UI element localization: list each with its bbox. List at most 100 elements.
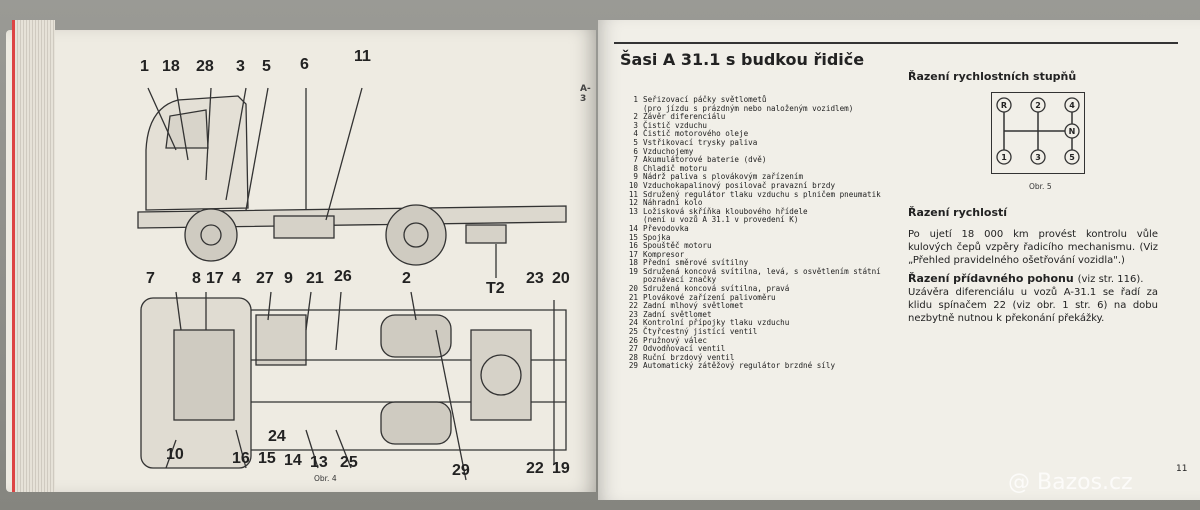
legend-number: 1 (633, 95, 638, 104)
callout-1: 1 (140, 58, 149, 75)
page-title: Šasi A 31.1 s budkou řidiče (620, 50, 865, 69)
aux-paragraph: Uzávěra diferenciálu u vozů A-31.1 se řa… (908, 287, 1158, 324)
legend-number (620, 105, 643, 114)
legend-text: (pro jízdu s prázdným nebo naloženým voz… (643, 103, 854, 113)
gear-position-circle (1030, 97, 1046, 113)
callout-15: 15 (258, 450, 276, 467)
open-book: 1 18 28 3 5 6 11 T2 7 8 17 4 27 9 21 26 … (6, 20, 1200, 500)
callout-9: 9 (284, 270, 293, 287)
legend-number: 26 (628, 335, 638, 345)
legend-number: 6 (633, 146, 638, 156)
gear-position-circle (996, 149, 1012, 165)
legend-text: Vzduchokapalinový posilovač pravazní brz… (643, 180, 836, 190)
callout-6: 6 (300, 56, 309, 73)
callout-13: 13 (310, 454, 328, 471)
legend-number: 15 (628, 232, 638, 242)
legend-text: Čistič vzduchu (643, 120, 708, 130)
callout-14: 14 (284, 452, 302, 469)
callout-20: 20 (552, 270, 570, 287)
callout-24: 24 (268, 428, 286, 445)
legend-text: Sdružená koncová svítilna, pravá (643, 284, 790, 294)
gear-position-circle (1064, 123, 1080, 139)
legend-text: Náhradní kolo (643, 198, 703, 208)
callout-7: 7 (146, 270, 155, 287)
left-page: 1 18 28 3 5 6 11 T2 7 8 17 4 27 9 21 26 … (6, 30, 596, 492)
legend-number: 8 (633, 163, 638, 173)
callout-2: 2 (402, 270, 411, 287)
legend-text: Čistič motorového oleje (643, 129, 749, 139)
gear-position-circle (1064, 97, 1080, 113)
legend-row: 12 Náhradní kolo (620, 199, 870, 208)
callout-3: 3 (236, 58, 245, 75)
legend-text: Spojka (643, 232, 671, 242)
edge-letter: A-3 (580, 84, 591, 104)
legend-text: Kompresor (643, 249, 685, 259)
parts-legend: 1 Seřizovací páčky světlometů(pro jízdu s… (620, 95, 881, 371)
callout-29: 29 (452, 462, 470, 479)
spare-wheel (465, 224, 507, 244)
legend-text: Vstřikovací trysky paliva (643, 137, 758, 147)
chassis-diagram (137, 87, 567, 481)
legend-number: 3 (633, 120, 638, 130)
front-wheel (184, 208, 238, 262)
legend-number: 18 (628, 258, 638, 268)
figure-4-caption: Obr. 4 (314, 474, 337, 483)
legend-text: Chladič motoru (643, 163, 708, 173)
legend-number: 29 (628, 361, 638, 371)
legend-row: (pro jízdu s prázdným nebo naloženým voz… (620, 103, 870, 114)
legend-row: poznávací značky (620, 276, 870, 285)
gear-position-label: 3 (1035, 153, 1041, 162)
legend-number: 19 (628, 266, 638, 276)
legend-row: 8 Chladič motoru (620, 163, 870, 174)
legend-number: 10 (628, 180, 638, 190)
legend-number: 12 (628, 198, 638, 208)
legend-number: 23 (628, 309, 638, 319)
legend-text: Kontrolní přípojky tlaku vzduchu (643, 318, 790, 328)
callout-4: 4 (232, 270, 241, 287)
legend-number: 20 (628, 284, 638, 294)
callout-22: 22 (526, 460, 544, 477)
callout-18: 18 (162, 58, 180, 75)
legend-row: 10 Vzduchokapalinový posilovač pravazní b… (620, 180, 870, 191)
callout-8: 8 (192, 270, 201, 287)
legend-text: Sdružený regulátor tlaku vzduchu s plnič… (643, 189, 881, 199)
legend-row: 15 Spojka (620, 232, 870, 243)
legend-text: Plovákové zařízení palivoměru (643, 292, 776, 302)
figure-5-caption: Obr. 5 (1029, 182, 1052, 191)
legend-number: 4 (633, 129, 638, 139)
legend-number: 9 (633, 172, 638, 182)
watermark: @ Bazos.cz (1008, 470, 1133, 495)
legend-number: 16 (628, 241, 638, 251)
legend-text: (není u vozů A 31.1 v provedení K) (643, 215, 799, 225)
legend-text: Ruční brzdový ventil (643, 352, 735, 362)
legend-text: Pružnový válec (643, 335, 708, 345)
legend-number: 7 (633, 155, 638, 165)
legend-number: 14 (628, 223, 638, 233)
aux-heading-title: Řazení přídavného pohonu (908, 272, 1074, 285)
callout-26: 26 (334, 268, 352, 285)
gear-position-label: 4 (1069, 101, 1075, 110)
top-rule (614, 42, 1178, 44)
right-page: Šasi A 31.1 s budkou řidiče 1 Seřizovací … (598, 20, 1200, 500)
legend-text: Zadní mlhový světlomet (643, 301, 744, 311)
gear-position-circle (1030, 149, 1046, 165)
legend-row: (není u vozů A 31.1 v provedení K) (620, 216, 870, 225)
callout-19: 19 (552, 460, 570, 477)
callout-10: 10 (166, 446, 184, 463)
gear-position-circle (996, 97, 1012, 113)
legend-row: 26 Pružnový válec (620, 335, 870, 346)
legend-text: Spouštěč motoru (643, 241, 712, 251)
legend-text: Seřizovací páčky světlometů (643, 95, 767, 104)
legend-text: Čtyřcestný jistící ventil (643, 327, 758, 337)
page-number: 11 (1176, 464, 1188, 474)
